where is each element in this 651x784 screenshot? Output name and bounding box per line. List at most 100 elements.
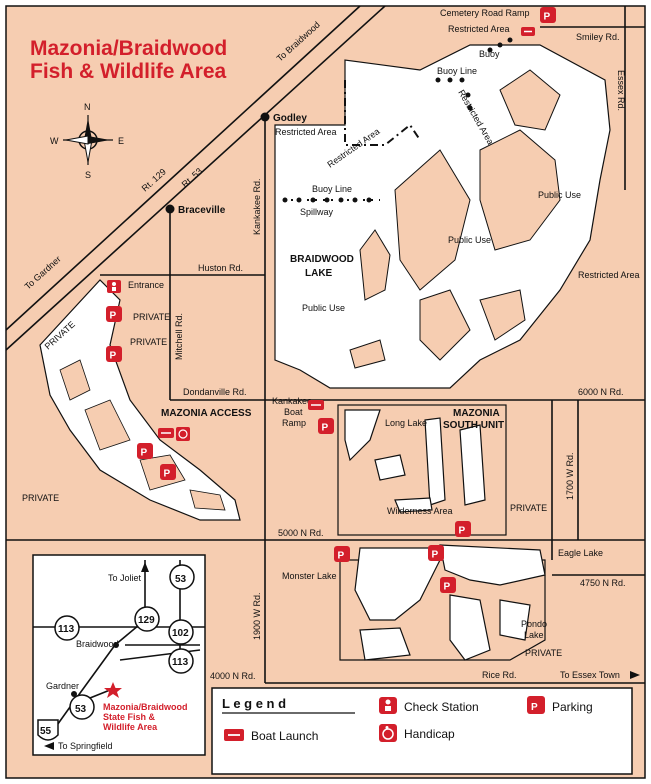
- cemetery-ramp-label: Cemetery Road Ramp: [440, 8, 530, 18]
- restricted-dash-line: [344, 80, 421, 146]
- public-use-label-3: Public Use: [538, 190, 581, 200]
- compass-e: E: [118, 136, 124, 146]
- kankakee-ramp-label-3: Ramp: [282, 418, 306, 428]
- svg-text:P: P: [444, 582, 451, 593]
- wilderness-area-label: Wilderness Area: [387, 506, 453, 516]
- svg-text:P: P: [531, 702, 538, 713]
- legend-box: [211, 687, 633, 775]
- svg-text:P: P: [110, 311, 117, 322]
- huston-road-label: Huston Rd.: [198, 263, 243, 273]
- legend-heading: L e g e n d: [222, 696, 286, 711]
- highway-shield-53-bottom-icon: 53: [69, 694, 95, 720]
- buoy-line-left-label: Buoy Line: [312, 184, 352, 194]
- inset-star-label-2: State Fish &: [103, 712, 156, 722]
- to-essex-arrow-icon: [630, 671, 640, 679]
- braidwood-lake-label-2: LAKE: [305, 268, 333, 279]
- svg-text:P: P: [322, 423, 329, 434]
- braidwood-lake-label-1: BRAIDWOOD: [290, 254, 354, 265]
- svg-text:53: 53: [75, 704, 87, 715]
- legend-boat-launch-label: Boat Launch: [251, 729, 318, 743]
- private-label-5: PRIVATE: [510, 503, 547, 513]
- highway-shield-53-top-icon: 53: [169, 564, 195, 590]
- compass-w: W: [50, 136, 59, 146]
- essex-road-label: Essex Rd.: [616, 70, 626, 111]
- spillway-label: Spillway: [300, 207, 334, 217]
- restricted-right-label: Restricted Area: [578, 270, 640, 280]
- pondo-lake-label-2: Lake: [524, 630, 544, 640]
- public-use-label-2: Public Use: [448, 235, 491, 245]
- map-title-line2: Fish & Wildlife Area: [30, 60, 227, 83]
- legend-handicap-icon: [379, 724, 397, 742]
- svg-text:P: P: [544, 12, 551, 23]
- inset-to-springfield: To Springfield: [58, 741, 113, 751]
- legend-check-station-icon: [379, 697, 397, 714]
- svg-text:P: P: [141, 448, 148, 459]
- eagle-lake-label: Eagle Lake: [558, 548, 603, 558]
- svg-text:53: 53: [175, 574, 187, 585]
- mazonia-south-label-2: SOUTH UNIT: [443, 420, 504, 431]
- lake-islands: [349, 69, 561, 369]
- parking-icon: P: [160, 464, 176, 480]
- parking-icon: P: [455, 521, 471, 537]
- legend-parking-label: Parking: [552, 700, 593, 714]
- road-4750n-label: 4750 N Rd.: [580, 578, 626, 588]
- buoy-line-top-dots: [435, 37, 513, 111]
- dondanville-road-label: Dondanville Rd.: [183, 387, 247, 397]
- private-label-4: PRIVATE: [22, 493, 59, 503]
- legend-parking-icon: P: [527, 696, 545, 714]
- mazonia-south-boundary: [337, 404, 507, 536]
- inset-braidwood: Braidwood: [76, 639, 119, 649]
- inset-springfield-arrow-icon: [44, 742, 54, 750]
- highway-shield-102-icon: 102: [168, 619, 194, 645]
- parking-icon: P: [428, 545, 444, 561]
- inset-star-label-3: Wildlife Area: [103, 722, 158, 732]
- handicap-icon: [176, 427, 190, 441]
- road-1900w-label: 1900 W Rd.: [252, 592, 262, 640]
- svg-text:P: P: [164, 469, 171, 480]
- boat-launch-icon: [308, 400, 324, 410]
- kankakee-ramp-label-1: Kankakee: [272, 396, 312, 406]
- svg-text:55: 55: [40, 726, 52, 737]
- road-5000n-label: 5000 N Rd.: [278, 528, 324, 538]
- road-1700w-label: 1700 W Rd.: [565, 452, 575, 500]
- to-essex-label: To Essex Town: [560, 670, 620, 680]
- pondo-lake-label-1: Pondo: [521, 619, 547, 629]
- godley-label: Godley: [273, 113, 307, 124]
- mazonia-south-label-1: MAZONIA: [453, 408, 500, 419]
- restricted-godley-label: Restricted Area: [275, 127, 337, 137]
- compass-s: S: [85, 170, 91, 180]
- parking-icon: P: [106, 346, 122, 362]
- svg-text:P: P: [459, 526, 466, 537]
- svg-text:129: 129: [138, 615, 155, 626]
- highway-shield-129-icon: 129: [134, 606, 160, 632]
- compass-n: N: [84, 102, 91, 112]
- parking-icon: P: [106, 306, 122, 322]
- kankakee-road-label: Kankakee Rd.: [252, 178, 262, 235]
- lower-unit-water: [354, 544, 546, 661]
- svg-text:113: 113: [58, 624, 75, 635]
- svg-text:P: P: [432, 550, 439, 561]
- public-use-label-1: Public Use: [302, 303, 345, 313]
- road-4000n-label: 4000 N Rd.: [210, 671, 256, 681]
- mazonia-access-islands: [59, 359, 226, 511]
- legend-check-station-label: Check Station: [404, 700, 479, 714]
- monster-lake-label: Monster Lake: [282, 571, 337, 581]
- inset-gardner-dot: [71, 691, 77, 697]
- boat-launch-icon: [158, 428, 174, 438]
- private-label-2: PRIVATE: [133, 312, 170, 322]
- boat-launch-icon: [521, 27, 535, 36]
- buoy-line-left-dots: [282, 197, 372, 203]
- braceville-label: Braceville: [178, 205, 226, 216]
- map-title-line1: Mazonia/Braidwood: [30, 37, 227, 60]
- inset-to-joliet: To Joliet: [108, 573, 142, 583]
- highway-shield-113-right-icon: 113: [168, 648, 194, 674]
- parking-icon: P: [318, 418, 334, 434]
- parking-icon: P: [334, 546, 350, 562]
- route-53-road: [5, 5, 386, 351]
- interstate-shield-55-icon: 55: [37, 719, 59, 741]
- parking-icon: P: [540, 7, 556, 23]
- private-label-6: PRIVATE: [525, 648, 562, 658]
- mitchell-road-label: Mitchell Rd.: [174, 313, 184, 360]
- inset-gardner: Gardner: [46, 681, 79, 691]
